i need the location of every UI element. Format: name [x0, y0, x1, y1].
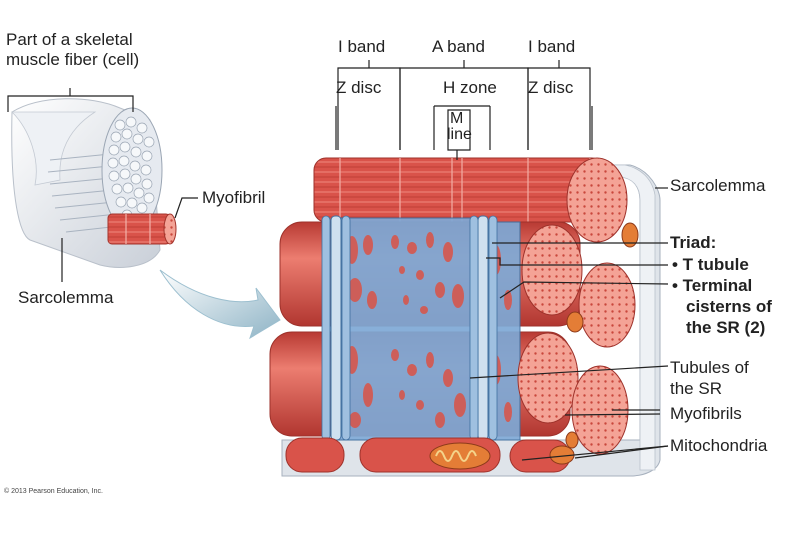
sarcomere-block [269, 157, 661, 477]
myofibril-extracted [107, 213, 177, 245]
label-sarcolemma-right: Sarcolemma [670, 176, 766, 195]
label-terminal-1: • Terminal [672, 276, 753, 295]
label-m-line-1: M [450, 110, 464, 127]
top-myofibril [313, 157, 628, 243]
label-sarcolemma-left: Sarcolemma [18, 288, 114, 307]
label-terminal-3: the SR (2) [686, 318, 766, 337]
label-i-band-left: I band [338, 37, 386, 56]
label-t-tubule: • T tubule [672, 255, 749, 274]
label-part-of-fiber-line1: Part of a skeletal [6, 30, 133, 49]
zoom-arrow [159, 269, 281, 340]
myofibril-cross-sections [517, 224, 636, 455]
label-triad: Triad: [670, 233, 717, 252]
label-z-disc-right: Z disc [528, 78, 574, 97]
copyright-notice: © 2013 Pearson Education, Inc. [4, 488, 103, 495]
t-tubules [321, 215, 498, 441]
label-terminal-2: cisterns of [686, 297, 772, 316]
label-tubules-2: the SR [670, 379, 722, 398]
label-m-line-2: line [447, 126, 472, 143]
mitochondria-shapes [285, 222, 639, 473]
label-part-of-fiber-line2: muscle fiber (cell) [6, 50, 140, 69]
right-leader-lines [335, 60, 669, 461]
label-h-zone: H zone [443, 78, 497, 97]
label-i-band-right: I band [528, 37, 576, 56]
label-z-disc-left: Z disc [336, 78, 382, 97]
label-tubules-1: Tubules of [670, 358, 749, 377]
label-a-band: A band [432, 37, 485, 56]
label-mitochondria: Mitochondria [670, 436, 768, 455]
left-leader-lines [7, 88, 198, 282]
label-myofibril: Myofibril [202, 188, 266, 207]
label-myofibrils: Myofibrils [670, 404, 742, 423]
fiber-end-circles [107, 116, 155, 225]
muscle-fiber-illustration [11, 98, 177, 268]
